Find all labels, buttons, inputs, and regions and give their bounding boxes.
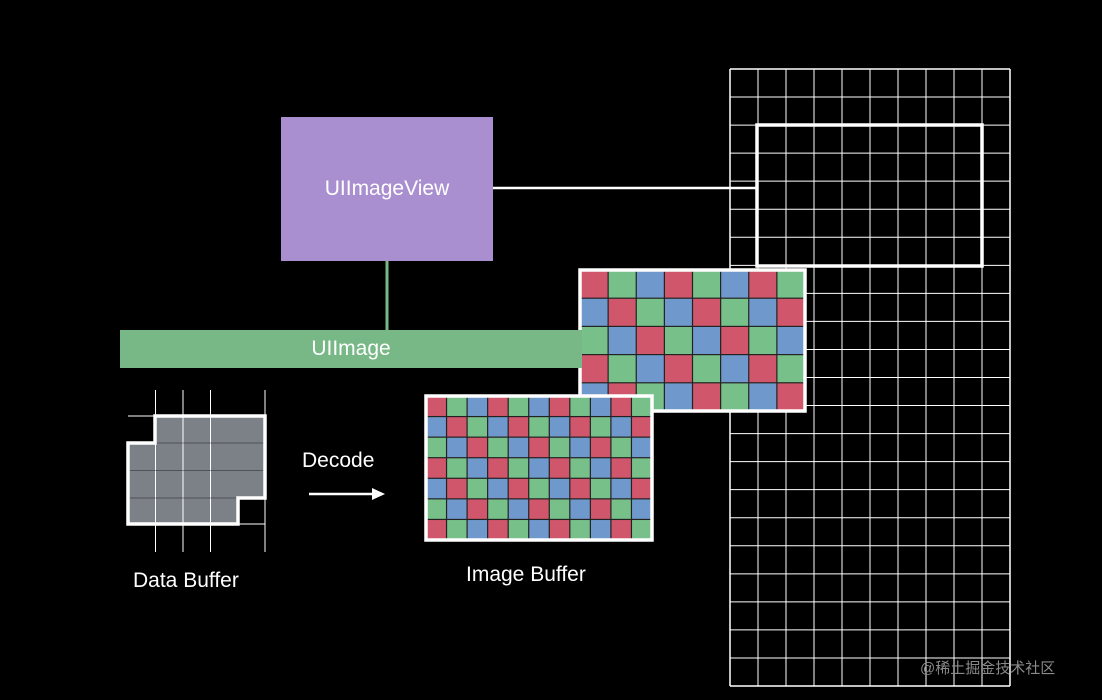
uiimage-label: UIImage: [311, 337, 391, 360]
uiimageview-box: UIImageView: [281, 117, 493, 261]
uiimage-bar: UIImage: [120, 330, 582, 368]
image-buffer-label: Image Buffer: [466, 563, 586, 586]
view-region-outline: [755, 123, 984, 268]
uiimageview-label: UIImageView: [324, 177, 450, 200]
watermark: @稀土掘金技术社区: [920, 660, 1056, 677]
screen-grid: [729, 68, 1011, 687]
data-buffer-label: Data Buffer: [133, 569, 239, 592]
decode-label: Decode: [302, 449, 375, 472]
data-buffer-grid: [126, 390, 267, 552]
decode-arrow: [309, 488, 385, 500]
image-buffer-small: [424, 394, 654, 542]
image-buffer-large: [578, 268, 807, 413]
